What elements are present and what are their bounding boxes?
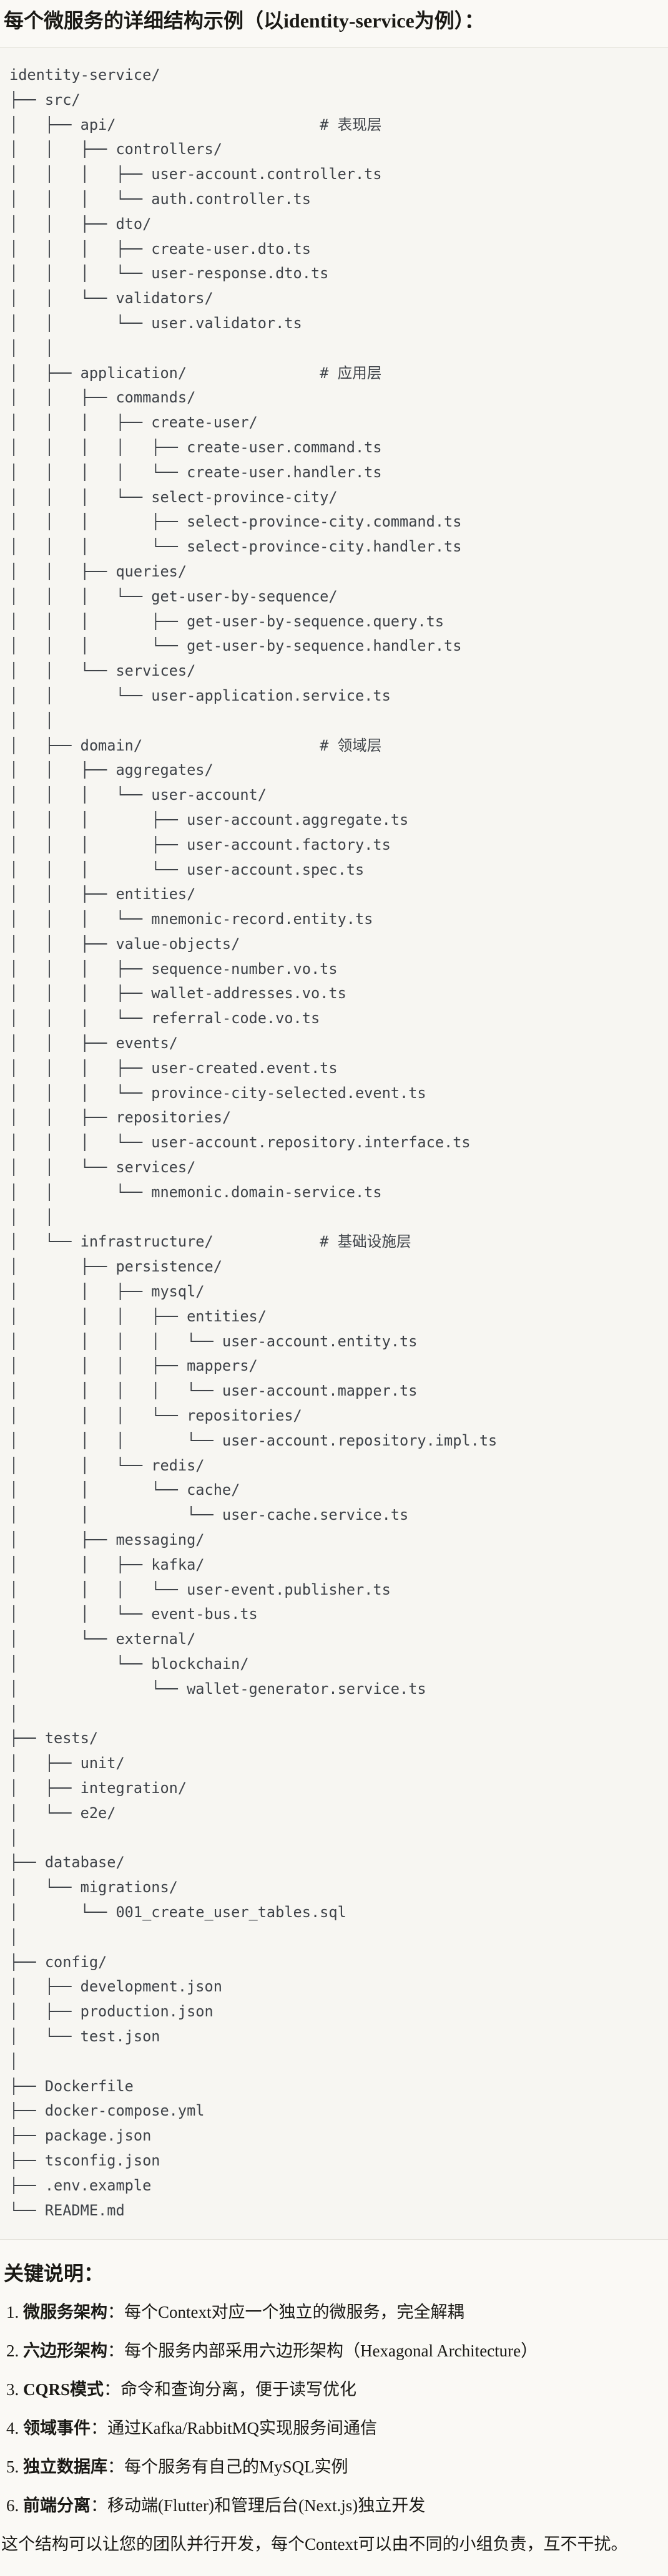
item-text: ：每个服务内部采用六边形架构（Hexagonal Architecture）: [107, 2341, 538, 2361]
item-text: ：命令和查询分离，便于读写优化: [104, 2380, 357, 2399]
chat-message-content: 每个微服务的详细结构示例（以identity-service为例）： ident…: [0, 7, 668, 2558]
item-label: 领域事件: [23, 2419, 91, 2438]
note-item: 3. CQRS模式：命令和查询分离，便于读写优化: [6, 2376, 662, 2403]
item-text: ：每个Context对应一个独立的微服务，完全解耦: [107, 2303, 464, 2322]
item-number: 1.: [6, 2303, 23, 2322]
file-tree-pre: identity-service/ ├── src/ │ ├── api/ # …: [9, 66, 498, 2219]
item-label: 前端分离: [23, 2496, 91, 2515]
note-item: 4. 领域事件：通过Kafka/RabbitMQ实现服务间通信: [6, 2414, 662, 2442]
note-item: 6. 前端分离：移动端(Flutter)和管理后台(Next.js)独立开发: [6, 2492, 662, 2519]
notes-list: 1. 微服务架构：每个Context对应一个独立的微服务，完全解耦 2. 六边形…: [0, 2298, 668, 2519]
item-number: 2.: [6, 2341, 23, 2361]
item-number: 5.: [6, 2457, 23, 2477]
code-block: identity-service/ ├── src/ │ ├── api/ # …: [0, 47, 668, 2240]
item-label: 微服务架构: [23, 2303, 107, 2322]
note-item: 5. 独立数据库：每个服务有自己的MySQL实例: [6, 2453, 662, 2481]
item-number: 3.: [6, 2380, 23, 2399]
page-title: 每个微服务的详细结构示例（以identity-service为例）：: [4, 9, 484, 32]
item-label: 六边形架构: [23, 2341, 107, 2361]
item-label: 独立数据库: [23, 2457, 107, 2477]
notes-heading: 关键说明：: [4, 2262, 104, 2285]
item-text: ：通过Kafka/RabbitMQ实现服务间通信: [91, 2419, 377, 2438]
item-text: ：每个服务有自己的MySQL实例: [107, 2457, 348, 2477]
item-label: CQRS模式: [23, 2380, 104, 2399]
note-item: 2. 六边形架构：每个服务内部采用六边形架构（Hexagonal Archite…: [6, 2337, 662, 2365]
note-item: 1. 微服务架构：每个Context对应一个独立的微服务，完全解耦: [6, 2298, 662, 2326]
item-number: 4.: [6, 2419, 23, 2438]
closing-paragraph: 这个结构可以让您的团队并行开发，每个Context可以由不同的小组负责，互不干扰…: [1, 2535, 628, 2554]
item-text: ：移动端(Flutter)和管理后台(Next.js)独立开发: [91, 2496, 426, 2515]
item-number: 6.: [6, 2496, 23, 2515]
